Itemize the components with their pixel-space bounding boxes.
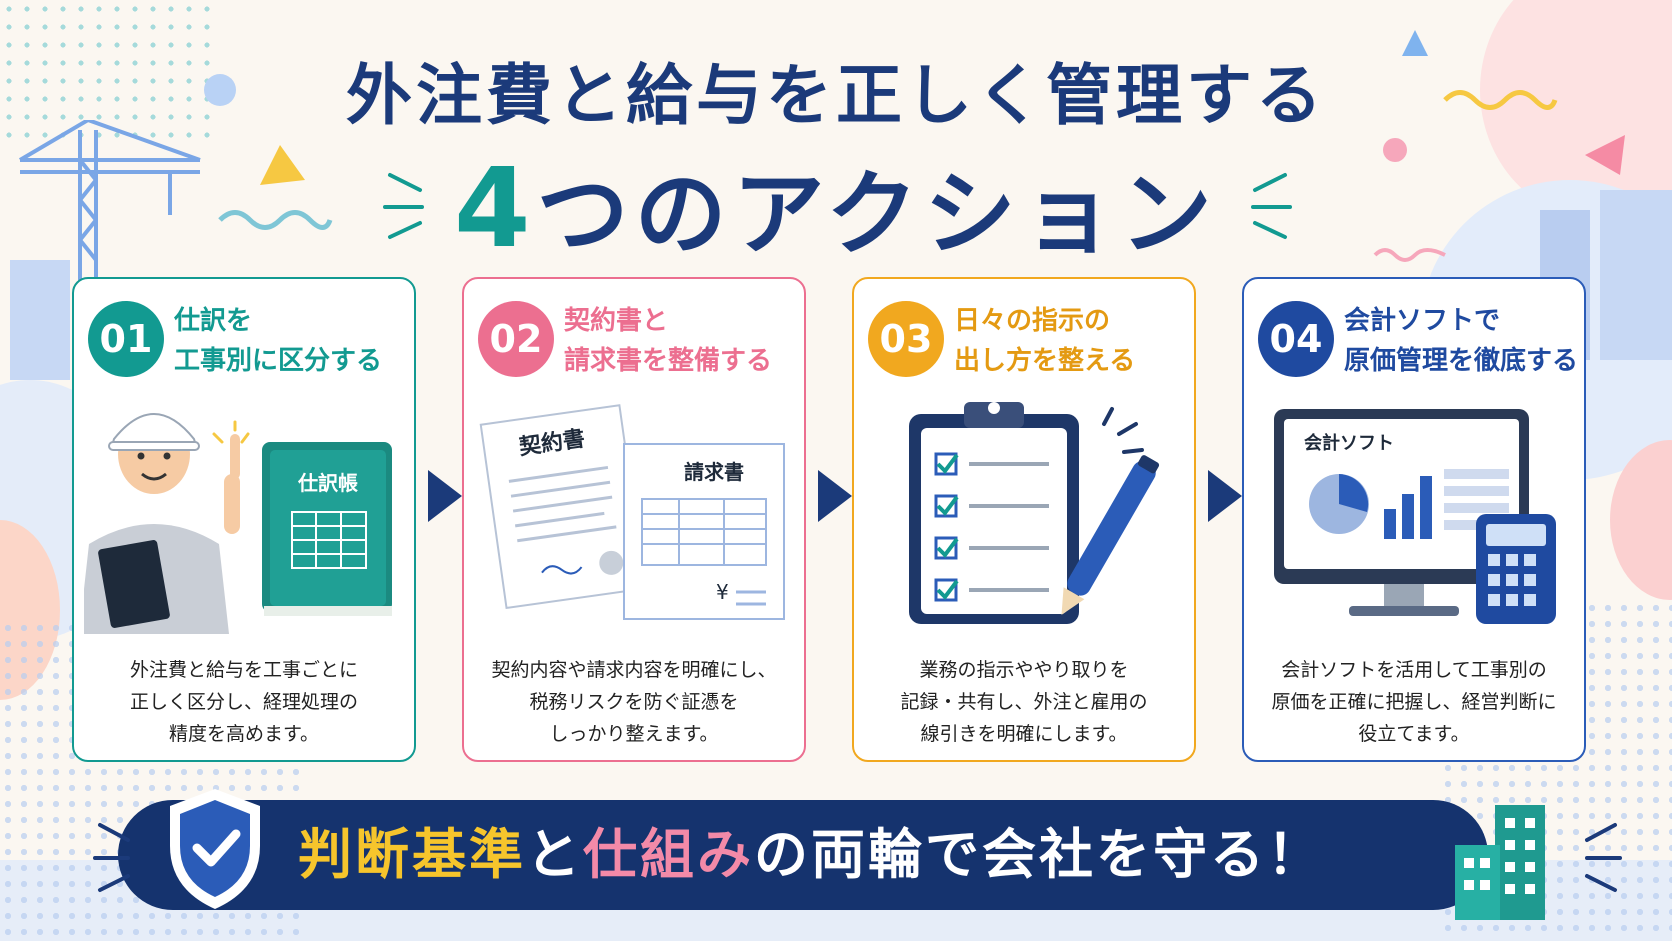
card-description: 会計ソフトを活用して工事別の 原価を正確に把握し、経営判断に 役立てます。 (1254, 654, 1574, 750)
card-title-line: 請求書を整備する (564, 346, 773, 376)
banner-highlight: 仕組み (583, 823, 754, 886)
desc-line: しっかり整えます。 (549, 723, 719, 745)
burst-icon (1251, 173, 1292, 239)
desc-line: 会計ソフトを活用して工事別の (1281, 659, 1547, 681)
ledger-label: 仕訳帳 (297, 471, 358, 495)
contract-invoice-icon: 契約書 請求書 ¥ (479, 404, 785, 620)
subtitle-number: 4 (454, 144, 537, 272)
shield-check-icon (170, 789, 260, 909)
card-title: 契約書と 請求書を整備する (564, 301, 798, 381)
arrow-right-icon (1208, 470, 1242, 522)
yen-symbol: ¥ (716, 580, 729, 604)
desc-line: 正しく区分し、経理処理の (129, 691, 358, 713)
action-card-1: 01 仕訳を 工事別に区分する 仕訳帳 外注費と給与を工事ごとに 正しく区分し、… (72, 277, 416, 762)
desc-line: 精度を高めます。 (168, 723, 320, 745)
arrow-right-icon (818, 470, 852, 522)
banner-text-part: の両輪で会社を守る！ (754, 823, 1324, 886)
step-badge: 04 (1258, 301, 1334, 377)
desc-line: 業務の指示ややり取りを (919, 659, 1129, 681)
wave-icon (1373, 248, 1446, 262)
monitor-calculator-icon: 会計ソフト (1274, 409, 1556, 624)
banner-message: 判断基準と仕組みの両輪で会社を守る！ (298, 800, 1324, 910)
step-badge: 01 (88, 301, 164, 377)
card-description: 外注費と給与を工事ごとに 正しく区分し、経理処理の 精度を高めます。 (84, 654, 404, 750)
card-title: 会計ソフトで 原価管理を徹底する (1344, 301, 1578, 381)
card-title: 仕訳を 工事別に区分する (174, 301, 408, 381)
banner-text-part: と (526, 823, 583, 886)
building-icon (10, 260, 70, 380)
desc-line: 契約内容や請求内容を明確にし、 (491, 659, 777, 681)
triangle-icon (1585, 135, 1625, 175)
desc-line: 記録・共有し、外注と雇用の (900, 691, 1148, 713)
banner-highlight: 判断基準 (298, 823, 526, 886)
office-building-icon (1455, 805, 1545, 920)
action-card-3: 03 日々の指示の 出し方を整える 業務の指示ややり取りを 記録・共有し、外注と… (852, 277, 1196, 762)
clipboard-checklist-icon (909, 402, 1160, 624)
wave-icon (1443, 90, 1558, 110)
card-title-line: 工事別に区分する (174, 346, 383, 376)
step-badge: 02 (478, 301, 554, 377)
bottom-banner: 判断基準と仕組みの両輪で会社を守る！ (118, 800, 1488, 910)
card-title: 日々の指示の 出し方を整える (954, 301, 1188, 381)
action-card-2: 02 契約書と 請求書を整備する 契約書 請求書 ¥ 契約内容や請求内容を明確に… (462, 277, 806, 762)
card-title-line: 契約書と (564, 306, 669, 336)
desc-line: 線引きを明確にします。 (920, 723, 1128, 745)
desc-line: 外注費と給与を工事ごとに (129, 659, 358, 681)
page-subtitle: 4つのアクション (0, 140, 1672, 273)
step-badge: 03 (868, 301, 944, 377)
card-title-line: 日々の指示の (954, 306, 1111, 336)
triangle-icon (1402, 30, 1428, 56)
desc-line: 税務リスクを防ぐ証憑を (529, 691, 739, 713)
arrow-right-icon (428, 470, 462, 522)
card-title-line: 出し方を整える (954, 346, 1136, 376)
action-card-4: 04 会計ソフトで 原価管理を徹底する 会計ソフト 会計ソフトを活用して工事別の… (1242, 277, 1586, 762)
triangle-icon (260, 145, 305, 185)
burst-icon (1585, 823, 1622, 892)
circle-icon (1383, 138, 1407, 162)
page-title: 外注費と給与を正しく管理する (346, 57, 1326, 134)
card-description: 契約内容や請求内容を明確にし、 税務リスクを防ぐ証憑を しっかり整えます。 (474, 654, 794, 750)
desc-line: 役立てます。 (1358, 723, 1470, 745)
software-label: 会計ソフト (1304, 432, 1394, 454)
subtitle-text: つのアクション (536, 161, 1218, 268)
invoice-label: 請求書 (684, 460, 744, 484)
card-title-line: 仕訳を (174, 306, 253, 336)
wave-icon (218, 210, 333, 230)
card-title-line: 原価管理を徹底する (1344, 346, 1579, 376)
burst-icon (383, 173, 424, 239)
crane-icon (18, 120, 201, 290)
circle-icon (204, 74, 236, 106)
worker-with-ledger-icon: 仕訳帳 (84, 413, 392, 634)
desc-line: 原価を正確に把握し、経営判断に (1271, 691, 1557, 713)
burst-icon (93, 823, 130, 892)
card-description: 業務の指示ややり取りを 記録・共有し、外注と雇用の 線引きを明確にします。 (864, 654, 1184, 750)
card-title-line: 会計ソフトで (1344, 306, 1501, 336)
